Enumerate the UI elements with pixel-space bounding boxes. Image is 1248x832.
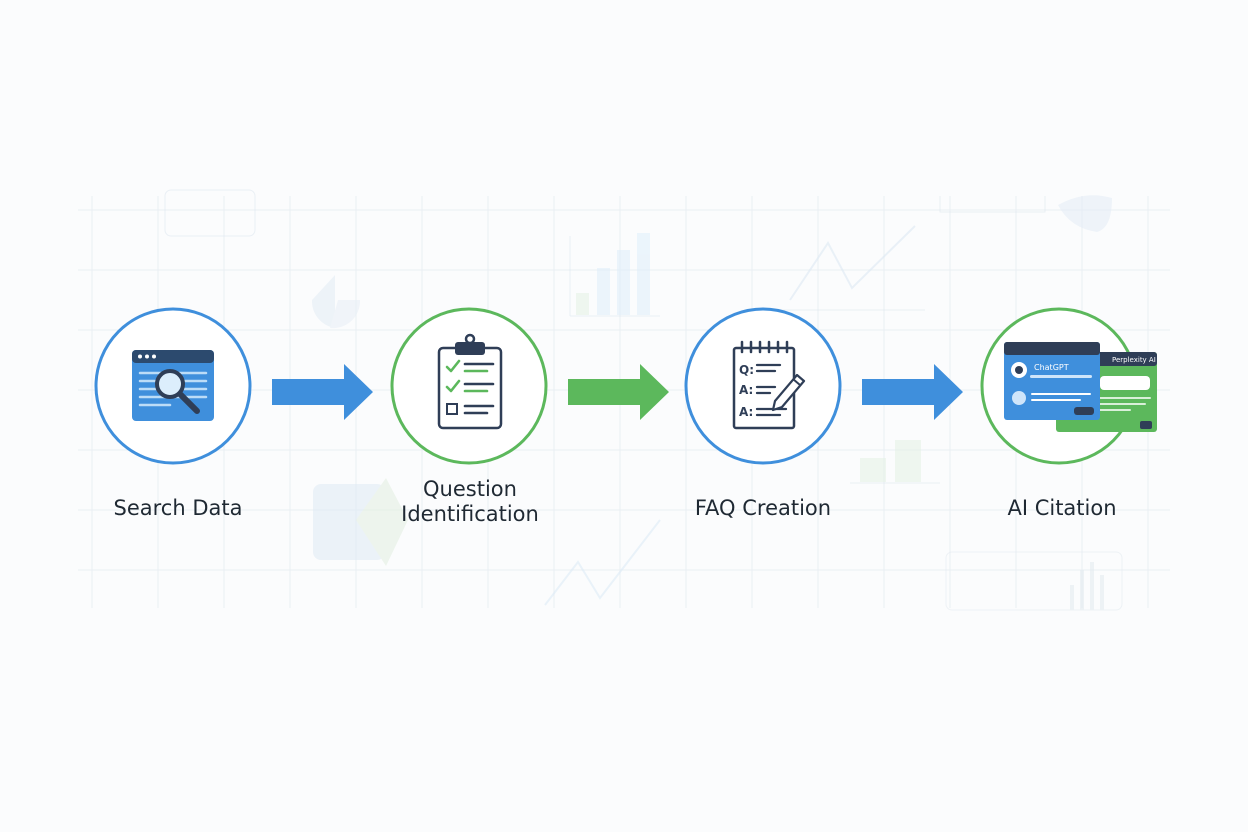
flow-arrow-2 xyxy=(568,364,669,420)
faq-notepad-icon: Q: A: A: xyxy=(732,340,806,430)
step-label-faq-creation: FAQ Creation xyxy=(694,496,832,520)
flow-arrow-1 xyxy=(272,364,373,420)
checklist-clipboard-icon xyxy=(437,333,503,430)
assistant-window-title: Perplexity AI xyxy=(1112,356,1156,364)
browser-search-icon xyxy=(132,350,214,421)
step-label-line-2: Identification xyxy=(401,502,539,526)
step-ai-citation: Perplexity AI ChatGPT xyxy=(980,307,1157,465)
faq-q-marker: Q: xyxy=(739,363,754,377)
step-search-data xyxy=(94,307,252,465)
flow-arrow-3 xyxy=(862,364,963,420)
step-label-question-identification: Question Identification xyxy=(370,477,570,527)
ai-chat-windows-icon: Perplexity AI ChatGPT xyxy=(1004,342,1157,432)
faq-a-marker-2: A: xyxy=(739,405,753,419)
background-decorations xyxy=(164,189,1123,611)
chat-window-title: ChatGPT xyxy=(1034,363,1069,372)
step-faq-creation: Q: A: A: xyxy=(684,307,842,465)
step-label-search-data: Search Data xyxy=(113,496,243,520)
step-question-identification xyxy=(390,307,548,465)
faq-a-marker: A: xyxy=(739,383,753,397)
step-label-line-1: Question xyxy=(423,477,517,501)
step-label-ai-citation: AI Citation xyxy=(1007,496,1117,520)
pencil-icon xyxy=(771,373,806,412)
